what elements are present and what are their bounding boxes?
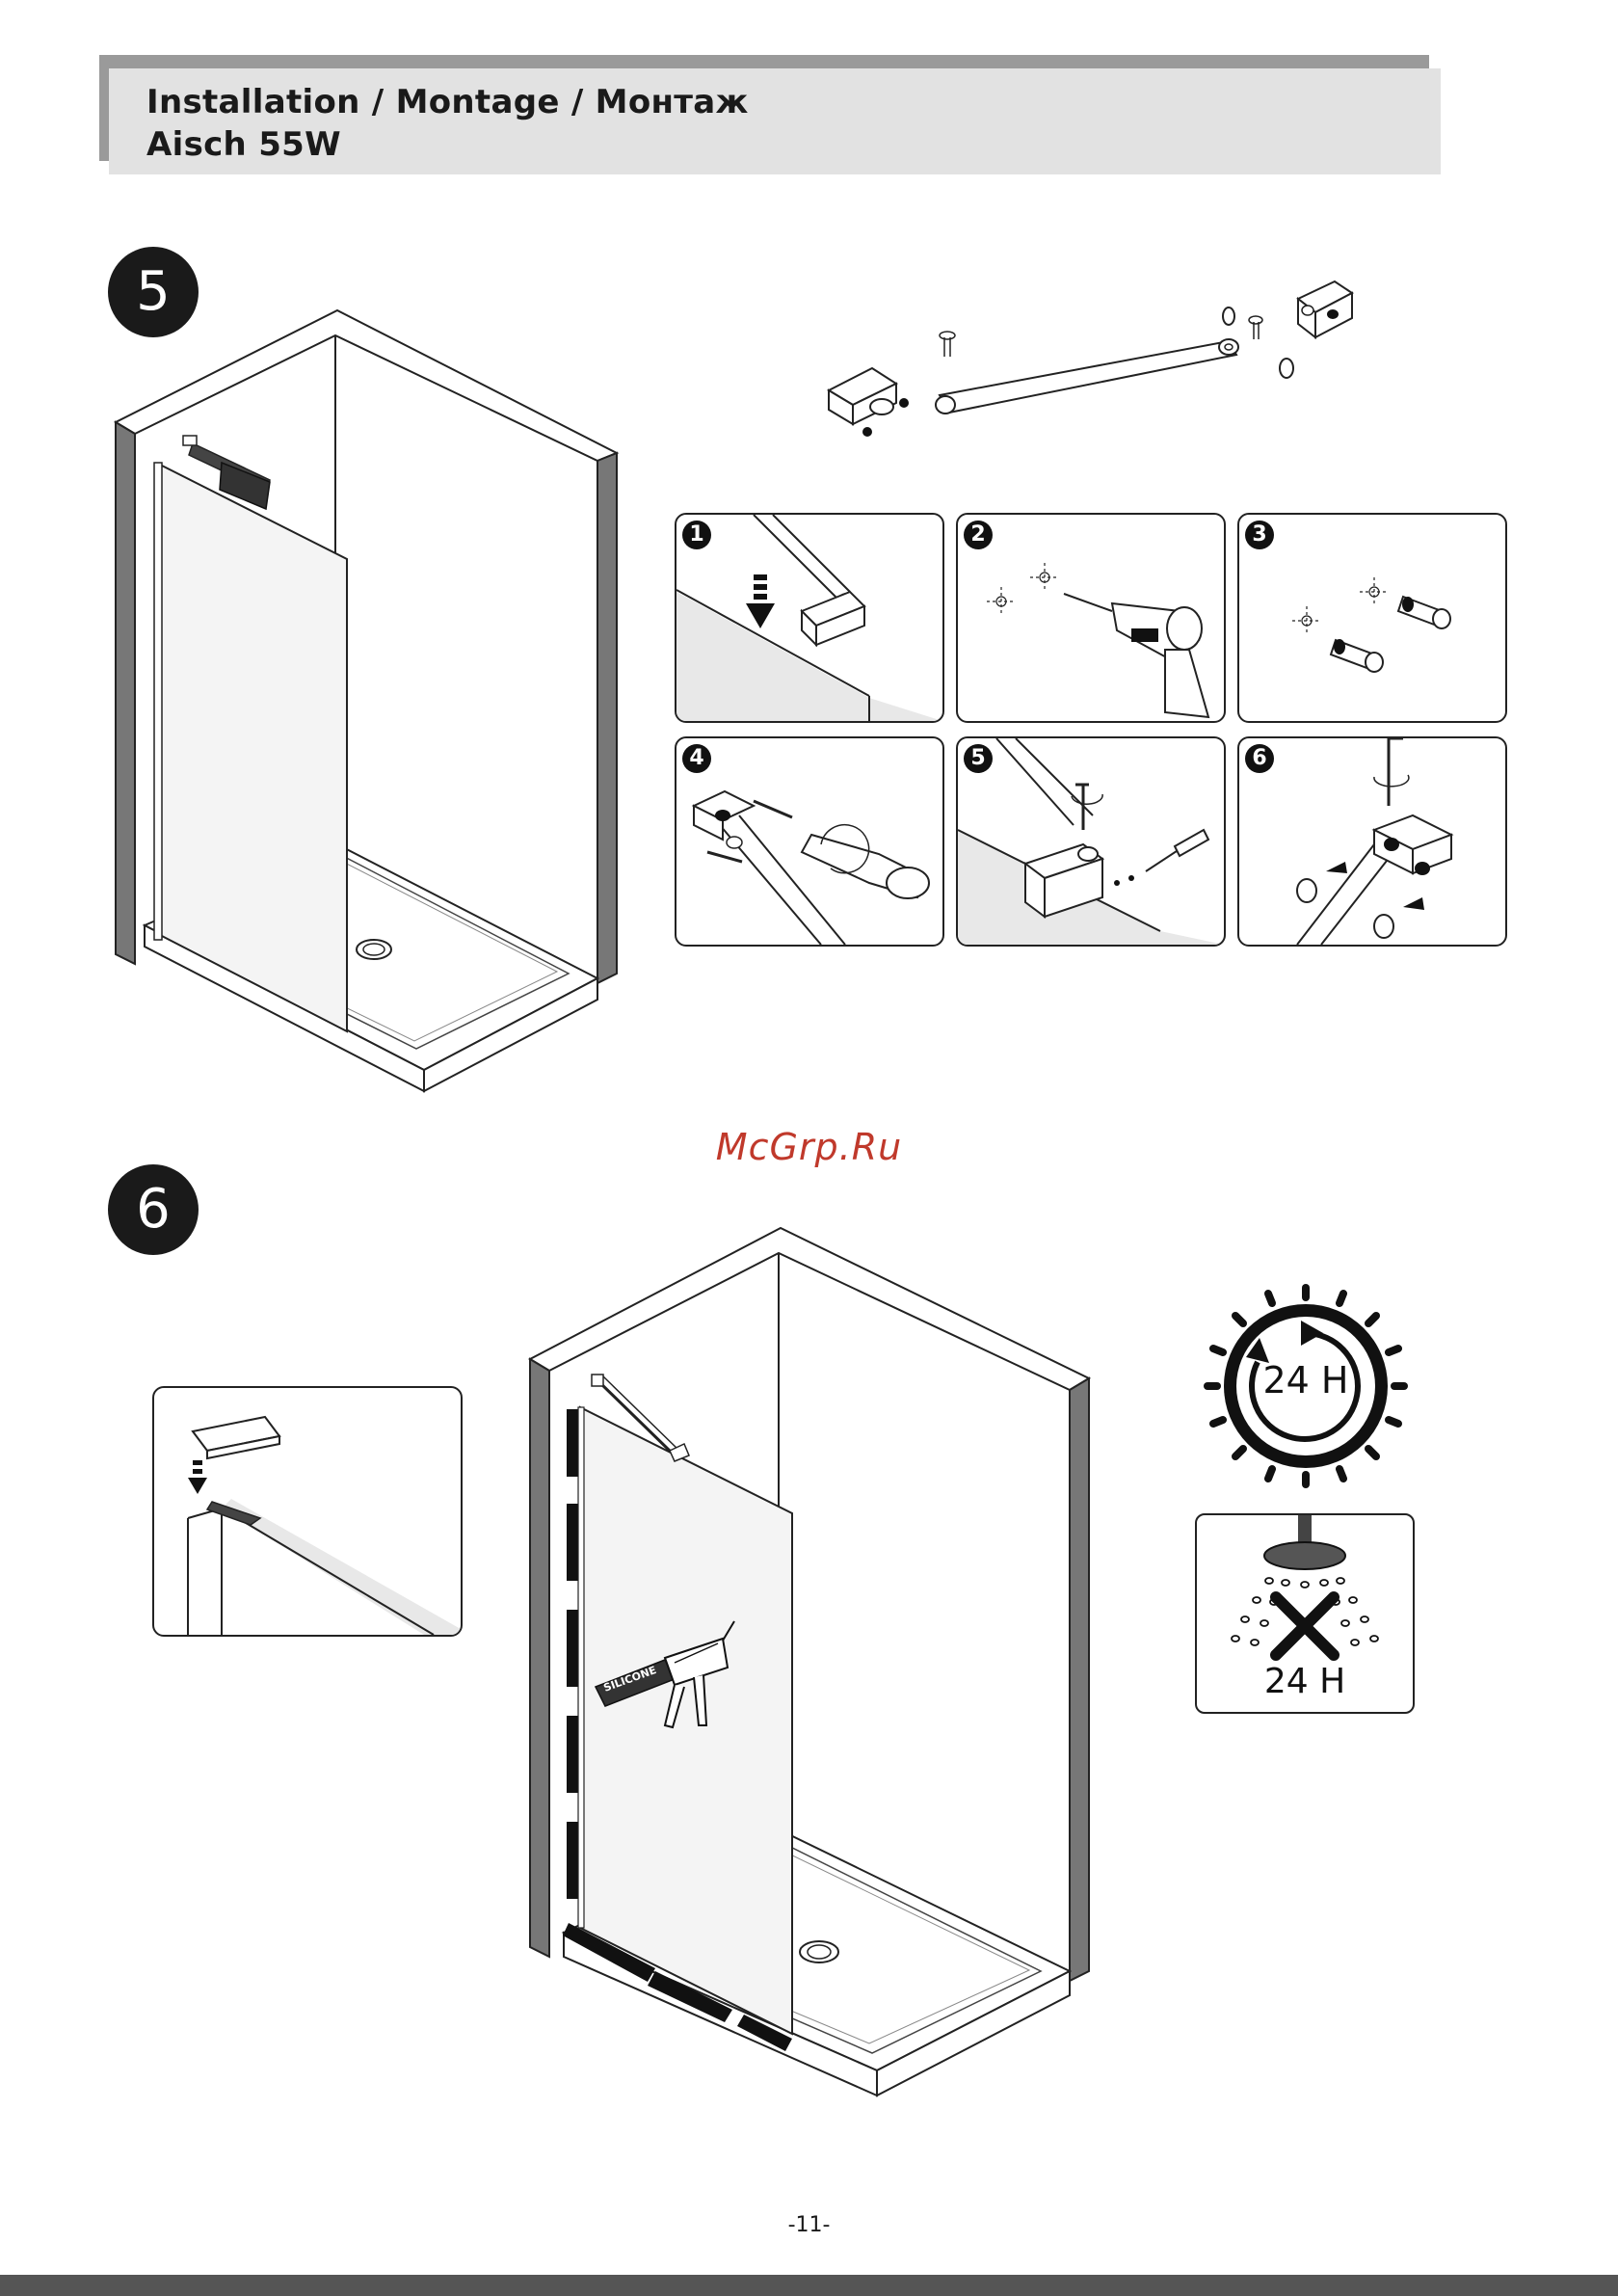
step-6-enclosure-illustration: SILICONE	[520, 1224, 1099, 2111]
footer-bar	[0, 2275, 1618, 2296]
substep-6-illustration	[1239, 738, 1505, 945]
header-accent-bar	[99, 55, 1429, 68]
substep-1-illustration	[676, 515, 942, 721]
step-5-enclosure-illustration	[106, 299, 626, 1099]
curing-time-label: 24 H	[1200, 1359, 1412, 1402]
substep-5-panel: 5	[956, 736, 1226, 947]
substep-4-number: 4	[682, 744, 711, 773]
substep-6-panel: 6	[1237, 736, 1507, 947]
end-cap-detail-panel	[152, 1386, 463, 1637]
substep-2-illustration	[958, 515, 1224, 721]
substep-4-illustration	[676, 738, 942, 945]
substep-3-number: 3	[1245, 521, 1274, 549]
no-shower-label: 24 H	[1197, 1662, 1413, 1701]
substep-1-panel: 1	[675, 513, 944, 723]
header-side-accent	[99, 55, 109, 161]
watermark: McGrp.Ru	[0, 1126, 1618, 1168]
substep-2-number: 2	[964, 521, 993, 549]
end-cap-detail-illustration	[154, 1388, 461, 1635]
page-title: Installation / Montage / Монтаж Aisch 55…	[146, 81, 749, 166]
page-number: -11-	[0, 2213, 1618, 2237]
substep-5-illustration	[958, 738, 1224, 945]
substep-1-number: 1	[682, 521, 711, 549]
substep-3-panel: 3	[1237, 513, 1507, 723]
no-shower-panel: 24 H	[1195, 1513, 1415, 1714]
substep-5-number: 5	[964, 744, 993, 773]
stabilizer-bar-parts	[824, 280, 1364, 453]
substep-6-number: 6	[1245, 744, 1274, 773]
title-line-2: Aisch 55W	[146, 123, 749, 166]
title-line-1: Installation / Montage / Монтаж	[146, 81, 749, 123]
step-6-number: 6	[108, 1164, 199, 1255]
substep-2-panel: 2	[956, 513, 1226, 723]
substep-4-panel: 4	[675, 736, 944, 947]
substep-3-illustration	[1239, 515, 1505, 721]
